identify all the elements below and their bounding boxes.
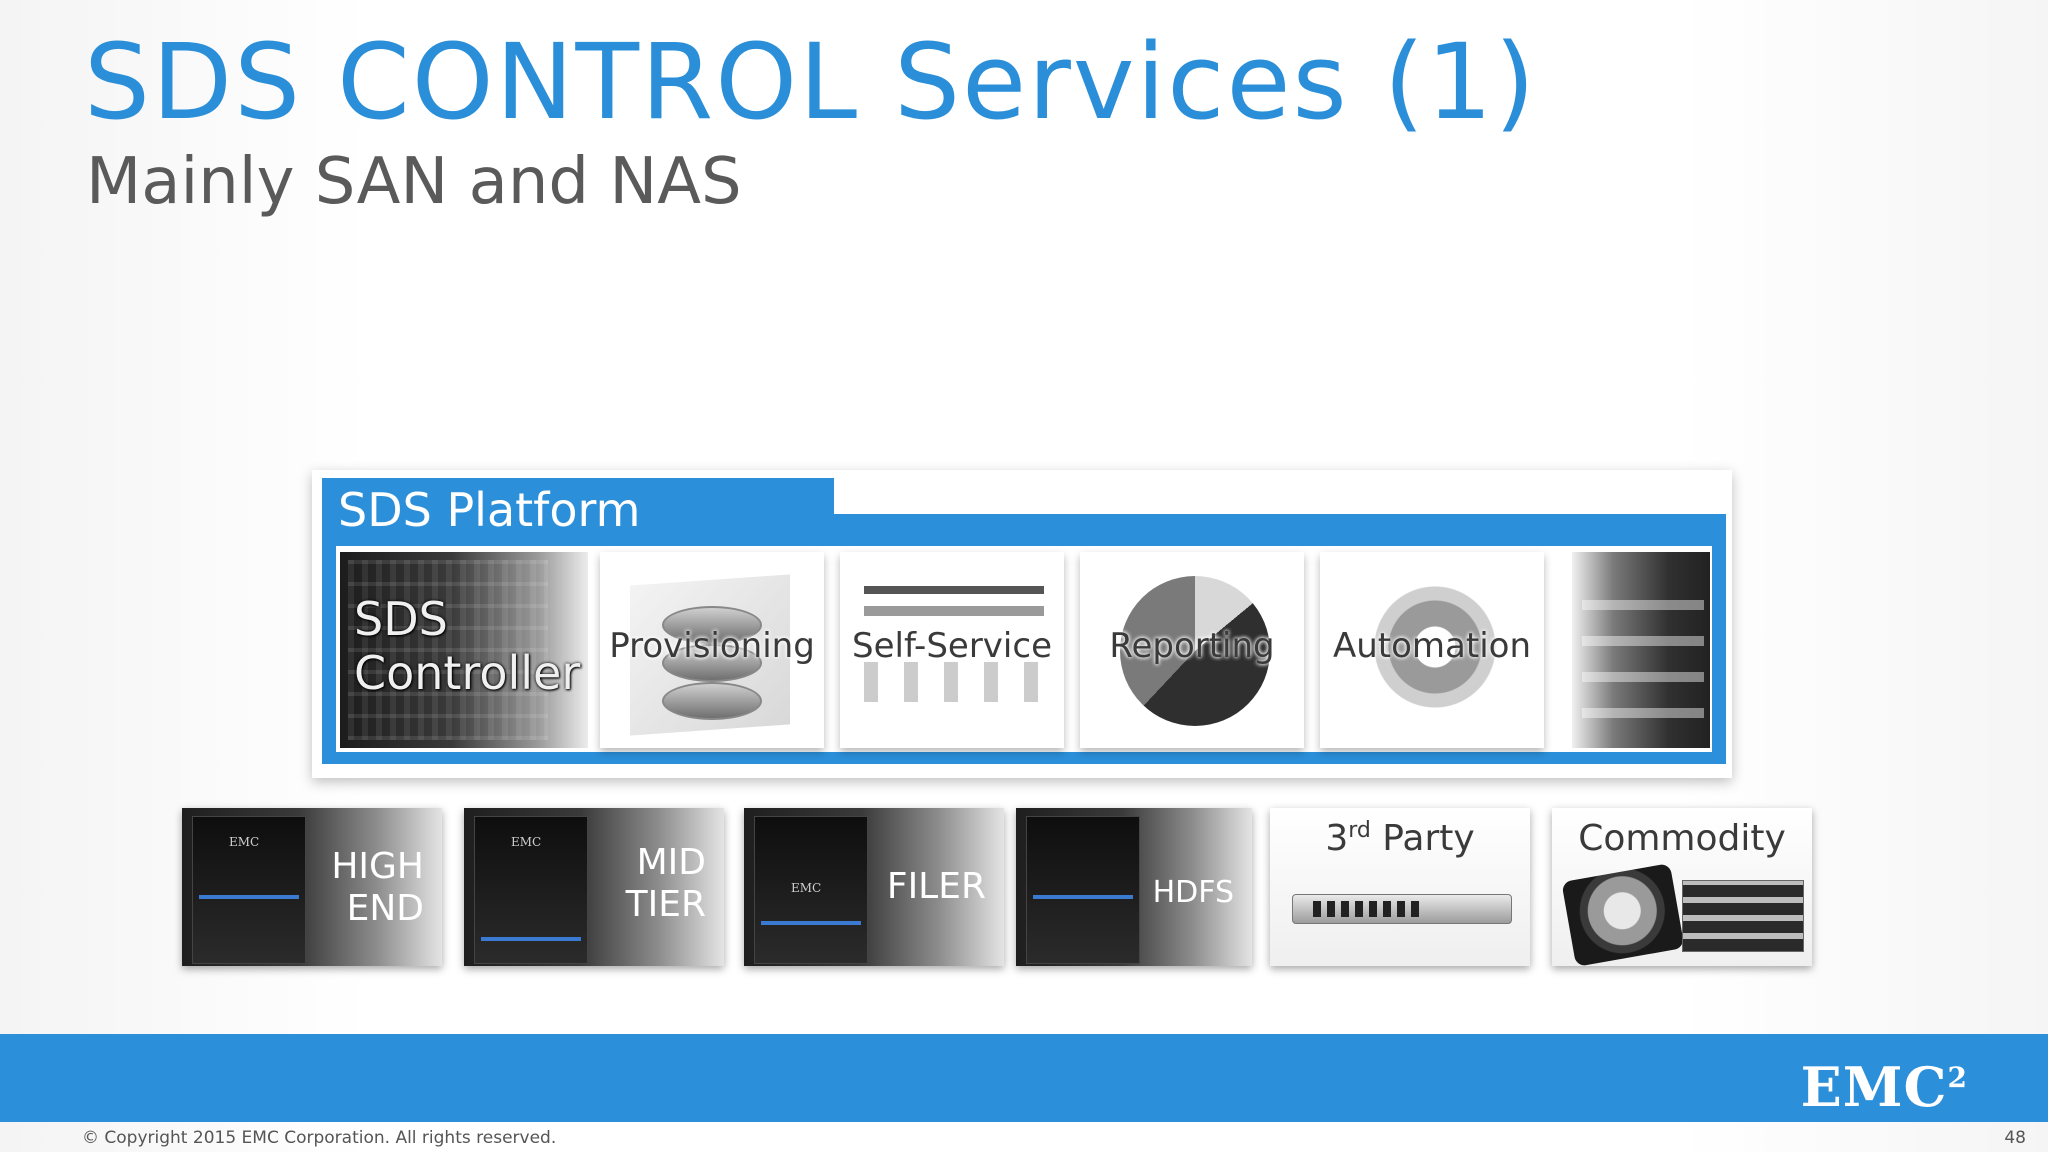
database-disk [662,606,762,644]
logo-superscript: 2 [1947,1061,1968,1094]
storage-tile-filer: EMC FILER [744,808,1004,966]
storage-label: HIGH END [331,846,424,930]
database-disk [662,644,762,682]
server-rack-icon [1582,582,1704,718]
footer-band [0,1034,2048,1122]
label-rest: Party [1370,818,1475,859]
sds-controller-tile: SDS Controller [340,552,588,748]
logo-text: EMC [1800,1055,1948,1119]
storage-label: MID TIER [626,842,706,926]
service-label: Provisioning [609,626,815,666]
storage-tile-mid-tier: EMC MID TIER [464,808,724,966]
status-stripe [481,937,581,941]
dashboard-bar [864,606,1044,616]
label-superscript: rd [1348,818,1371,843]
dashboard-screenshot-icon [864,586,1044,594]
service-label: Self-Service [852,626,1052,666]
storage-label-line: TIER [625,884,706,925]
service-tile-automation: Automation [1320,552,1544,748]
status-stripe [199,895,299,899]
storage-tile-hdfs: HDFS [1016,808,1252,966]
service-tile-reporting: Reporting [1080,552,1304,748]
database-disk [662,682,762,720]
storage-tile-high-end: EMC HIGH END [182,808,442,966]
storage-enclosure-icon [1682,880,1804,952]
storage-label: FILER [886,866,986,907]
service-label: Reporting [1109,626,1275,666]
controller-line-1: SDS [354,592,448,646]
slide-title: SDS CONTROL Services (1) [84,21,1538,143]
brand-label: EMC [791,881,822,895]
copyright-text: © Copyright 2015 EMC Corporation. All ri… [82,1128,557,1148]
storage-tile-commodity: Commodity [1552,808,1812,966]
rack-server-icon [1292,894,1512,924]
page-number: 48 [2004,1128,2026,1148]
server-rack-image [1572,552,1710,748]
dashboard-rows [864,662,1044,702]
storage-label-line: MID [636,842,706,883]
emc-logo: EMC2 [1801,1048,1968,1117]
hard-drive-icon [1561,863,1685,966]
pie-chart-icon [1120,576,1270,726]
storage-label-line: END [346,888,424,929]
service-tile-self-service: Self-Service [840,552,1064,748]
storage-array-icon: EMC [474,816,588,964]
storage-label: 3rd Party [1270,818,1530,859]
status-stripe [761,921,861,925]
server-rack-icon [348,560,548,740]
storage-label: Commodity [1578,818,1786,859]
service-label: Automation [1332,626,1532,666]
brand-label: EMC [511,835,542,849]
storage-label-line: HIGH [331,846,424,887]
status-stripe [1033,895,1133,899]
label-main: 3 [1325,818,1349,859]
storage-array-icon: EMC [754,816,868,964]
controller-line-2: Controller [354,646,581,700]
storage-array-icon: EMC [192,816,306,964]
storage-array-icon [1026,816,1140,964]
slide-subtitle: Mainly SAN and NAS [86,145,742,219]
platform-label: SDS Platform [338,483,641,537]
storage-label: HDFS [1152,875,1234,910]
sds-controller-label: SDS Controller [354,592,580,700]
service-tile-provisioning: Provisioning [600,552,824,748]
brand-label: EMC [229,835,260,849]
storage-tile-third-party: 3rd Party [1270,808,1530,966]
